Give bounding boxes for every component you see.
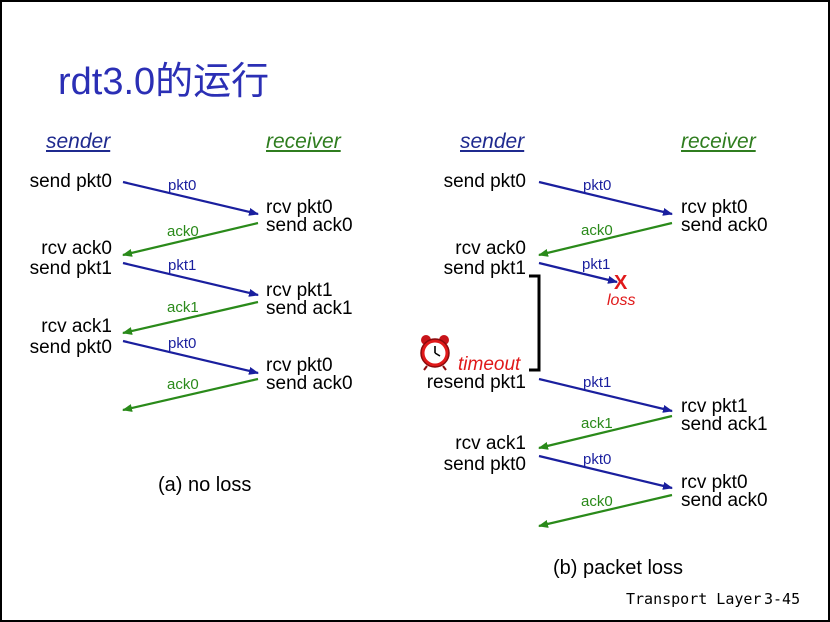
panel-b-sender-event: send pkt0 (443, 171, 526, 192)
panel-a-pkt0-arrow (122, 180, 259, 216)
panel-b-receiver-event: rcv pkt0 (681, 197, 748, 218)
panel-b-receiver-event: send ack1 (681, 414, 768, 435)
panel-a-receiver-event: send ack1 (266, 298, 353, 319)
panel-a-sender-event: send pkt0 (29, 337, 112, 358)
panel-a-receiver-event: rcv pkt0 (266, 355, 333, 376)
panel-b-caption: (b) packet loss (553, 557, 684, 579)
panel-b-sender-event: resend pkt1 (426, 372, 526, 393)
panel-a-packet-label: pkt0 (168, 177, 197, 194)
panel-a-receiver-event: rcv pkt0 (266, 197, 333, 218)
panel-b-sender-event: send pkt1 (443, 258, 526, 279)
panel-b-receiver-header: receiver (681, 130, 756, 153)
panel-a-sender-event: send pkt1 (29, 258, 112, 279)
timeout-bracket (529, 274, 541, 372)
panel-b-receiver-event: send ack0 (681, 490, 768, 511)
panel-a-sender-event: rcv ack1 (41, 316, 112, 337)
panel-b-pkt1-arrow (538, 377, 673, 413)
panel-a-sender-event: send pkt0 (29, 171, 112, 192)
panel-b-ack0-arrow (538, 221, 673, 257)
panel-b-receiver-event: rcv pkt1 (681, 396, 748, 417)
panel-a-ack1-arrow (122, 300, 259, 335)
alarm-clock-icon (420, 335, 450, 371)
panel-a-caption: (a) no loss (158, 474, 252, 496)
panel-b-packet-label: pkt0 (583, 177, 612, 194)
panel-a-ack0-arrow (122, 377, 259, 412)
panel-b-sender-header: sender (460, 130, 525, 153)
panel-a-ack0-arrow (122, 221, 259, 257)
panel-a-pkt1-arrow (122, 261, 259, 297)
panel-a-sender-event: rcv ack0 (41, 238, 112, 259)
panel-a-ack-label: ack1 (167, 299, 199, 316)
panel-b-pkt0-arrow (538, 454, 673, 490)
panel-b-sender-event: rcv ack0 (455, 238, 526, 259)
panel-a-receiver-event: send ack0 (266, 373, 353, 394)
panel-a-sender-header: sender (46, 130, 111, 153)
panel-a-receiver-event: rcv pkt1 (266, 280, 333, 301)
panel-b-ack1-arrow (538, 414, 673, 450)
panel-b-sender-event: send pkt0 (443, 454, 526, 475)
panel-b-receiver-event: send ack0 (681, 215, 768, 236)
panel-b-ack-label: ack0 (581, 493, 613, 510)
panel-b-sender-event: rcv ack1 (455, 433, 526, 454)
panel-b-packet-label: pkt1 (583, 374, 612, 391)
panel-b-lost-pkt1-arrow (538, 261, 618, 284)
footer-course: Transport Layer (626, 590, 762, 608)
timeout-label: timeout (458, 354, 521, 375)
panel-a-receiver-header: receiver (266, 130, 341, 153)
panel-b-pkt0-arrow (538, 180, 673, 216)
panel-a-ack-label: ack0 (167, 376, 199, 393)
panel-b-receiver-event: rcv pkt0 (681, 472, 748, 493)
panel-b-ack-label: ack0 (581, 222, 613, 239)
panel-a-packet-label: pkt0 (168, 335, 197, 352)
panel-b-ack-label: ack1 (581, 415, 613, 432)
panel-a-receiver-event: send ack0 (266, 215, 353, 236)
slide-title: rdt3.0的运行 (58, 61, 270, 103)
panel-a-packet-label: pkt1 (168, 257, 197, 274)
panel-a-ack-label: ack0 (167, 223, 199, 240)
panel-b-ack0-arrow (538, 493, 673, 528)
panel-b-packet-label: pkt0 (583, 451, 612, 468)
panel-b-packet-label: pkt1 (582, 256, 611, 273)
loss-label: loss (607, 292, 636, 309)
footer-page-number: 3-45 (764, 590, 801, 608)
panel-a-pkt0-arrow (122, 339, 259, 375)
